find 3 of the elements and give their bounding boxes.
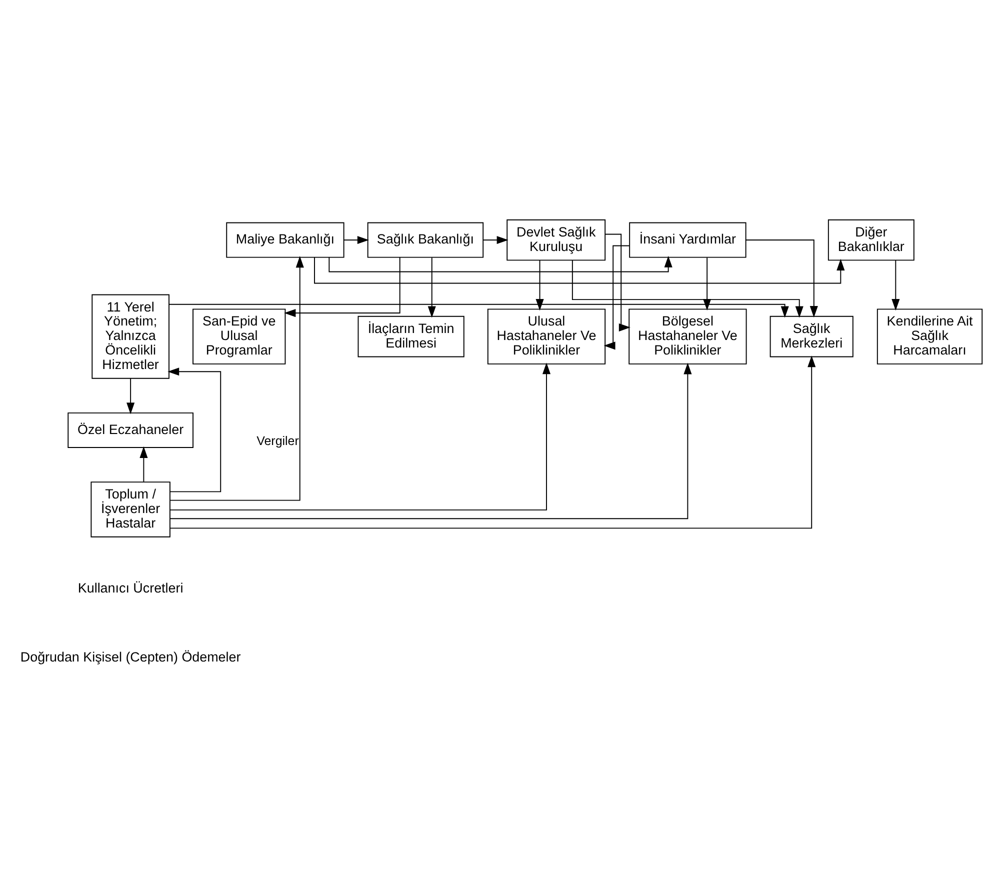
edge-label: Vergiler xyxy=(256,434,299,448)
label: Kullanıcı Ücretleri xyxy=(78,580,184,596)
label: Doğrudan Kişisel (Cepten) Ödemeler xyxy=(20,649,241,664)
